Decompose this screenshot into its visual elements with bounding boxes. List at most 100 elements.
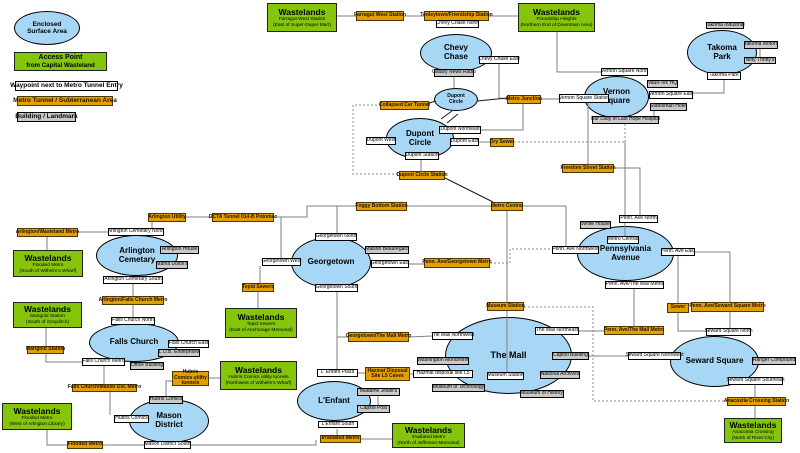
wl-farragut-line2: (East of Super-Duper Mart) [273,22,331,28]
lenfant-south: L'Enfant South [318,421,358,428]
georgetown-south: Georgetown South [315,284,358,292]
hubris-comics-utility-tunnels: Hubris Comics utility tunnels [172,370,209,386]
penn-ave-seward-square-metro: Penn. Ave/Seward Square Metro [689,302,766,312]
wl-anacostia-title: Wastelands [729,419,777,430]
wl-flooded-south-line1: Flooded Metro [32,262,64,268]
legend-building: Building / Landmark [15,112,78,122]
hubris-comics-waypoint: Hubris Comics [114,415,149,423]
dupont-circle-station: Dupont Circle Station [396,171,448,180]
metro-central-junction: Metro Central [491,202,523,211]
seward-square-southeast: Seward Square Southeast [726,377,785,385]
georgetown: Georgetown [291,237,371,288]
takoma-park-waypoint: Takoma Park [707,72,741,80]
arlington-falls-church-metro: Arlington/Falls Church Metro [99,296,167,305]
georgetown-east: Georgetown East [370,260,410,268]
wl-flooded-west-line1: Flooded Metro [21,415,53,421]
wl-flooded-west-line2: (West of Arlington Library) [9,421,65,427]
national-archives: National Archives [540,371,580,379]
legend-access-line1: from Capital Wasteland [26,61,95,69]
dry-sewer: Dry Sewer [490,138,514,147]
wl-hubris-line2: (Northwest of Wilhelm's Wharf) [225,380,292,386]
flooded-metro: Flooded Metro [67,441,103,449]
farragut-west-station: Farragut West Station [354,11,406,21]
vernon-square-north: Vernon Square North [601,68,648,76]
takoma-industrial: Takoma Industrial [705,21,745,29]
maison-beauregard: Maison Beauregard [365,246,409,254]
ranger-compound: Ranger Compound [752,357,796,365]
takoma-motors: Takoma Motors [743,41,779,49]
arlington-house: Arlington House [160,246,199,254]
penn-ave-east: Penn. Ave East [660,248,696,256]
lenfant-plaza: L' Enfant Plaza [317,369,358,377]
our-lady-of-last-hope-hospital: Our Lady of Last Hope Hospital [590,116,661,124]
wl-friendship-line2: (Northern End of Downtown Area) [520,22,593,28]
falls-church-mason-dst-metro: Falls Church/Mason Dst. Metro [67,384,142,392]
hazmat-disposal-site-l5-caves: Hazmat Disposal Site L5 Caves [365,367,410,381]
dupont-northeast: Dupont Northeast [439,126,481,134]
hazmat-disposal-site-l5: Hazmat disposal site L5 [413,370,473,378]
chevy-chase-north: Chevy Chase North [435,20,480,28]
museum-of-history: Museum of History [520,390,564,398]
arlington-cemetary-north: Arlington Cemetary North [107,228,165,236]
wl-hubris-line1: Hubris Comics utility tunnels [228,374,289,380]
penn-ave-the-mall-metro-waypoint: Penn. Ave/The Mall Metro [605,281,664,289]
seward-square-north: Seward Square North [704,328,753,336]
arlington-wasteland-metro: Arlington/Wasteland Metro [16,228,79,237]
marigold-station: Marigold Station [25,346,66,354]
georgetown-the-mall-metro: Georgetown/The Mall Metro [346,332,411,342]
nifty-thriftys: Nifty Thrifty's [744,56,776,64]
falls-church-metro: Falls Church Metro [82,358,125,366]
freedom-street-station: Freedom Street Station [561,164,616,173]
wl-marigold-line2: (South of Grayditch) [26,320,69,325]
washington-monument: Washington Monument [417,357,469,365]
penn-ave-northwest: Penn. Ave Northwest [552,246,599,254]
wl-tepid-line2: (East of Anchorage Memorial) [229,328,293,333]
wl-flooded-west-title: Wastelands [13,405,61,416]
georgetown-north: Georgetown North [315,233,357,241]
legend-surface-ellipse: Enclosed Surface Area [14,11,80,45]
takoma-park: Takoma Park [687,30,757,75]
dupont-west: Dupont West [366,137,396,145]
dupont-east: Dupont East [450,138,479,146]
tepid-sewers: Tepid Sewers [242,283,274,292]
museum-of-technology: Museum of Technology [432,384,485,392]
metro-junction: Metro Junction [506,95,542,104]
penn-ave-the-mall-metro-tunnel: Penn. Ave/The Mall Metro [604,326,664,335]
wl-farragut-title: Wastelands [278,6,326,17]
vernon-square-east: Vernon Square East [648,91,694,99]
chevy-chase-east: Chevy Chase East [478,56,520,64]
capitol-building: Capitol Building [552,352,589,360]
hubris-comics-building: Hubris Comics [149,396,183,404]
office-building: Office Building [130,362,164,370]
mason-district-south: Mason District South [144,441,191,449]
wl-marigold-title: Wastelands [24,304,71,315]
falls-church-north: Falls Church North [111,317,155,325]
arlington-cemetary: Arlington Cemetary [96,235,178,276]
wl-anacostia-line1: Anacostia Crossing [732,429,774,435]
wl-tepid-line1: Tepid Sewers [246,322,276,328]
falls-church-east: Falls Church East [168,340,209,348]
legend-access-title: Access Point [38,53,83,61]
vernon-square-station: Vernon Square Station [559,94,609,103]
wl-tepid-title: Wastelands [237,312,285,323]
wl-friendship-line1: Friendship Heights [536,16,577,22]
dupont-station: Dupont Station [405,152,439,160]
georgetown-west: Georgetown West [261,258,302,266]
sewer: Sewer [667,303,689,313]
lenfant: L'Enfant [297,381,371,421]
wl-farragut-line1: Farragut West Station [278,16,326,22]
wl-flooded-south-title: Wastelands [24,252,72,263]
collapsed-car-tunnel: Collapsed Car Tunnel [379,101,430,110]
vault-tec-hq: Vault-Tec HQ [647,80,678,88]
wl-marigold-line1: Marigold Station [30,314,65,320]
